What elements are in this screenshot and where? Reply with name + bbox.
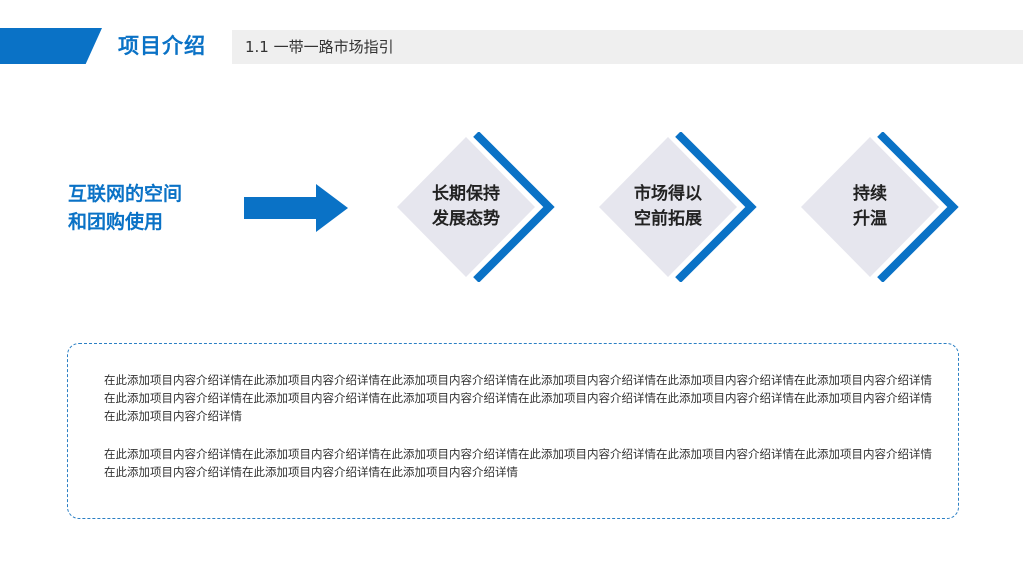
topic-label-line2: 和团购使用 [68, 211, 164, 233]
description-box: 在此添加项目内容介绍详情在此添加项目内容介绍详情在此添加项目内容介绍详情在此添加… [67, 343, 959, 519]
step-diamond-2: 市场得以 空前拓展 [594, 132, 758, 282]
header-accent-shape [0, 28, 102, 64]
topic-label: 互联网的空间 和团购使用 [68, 180, 238, 236]
step-diamond-3: 持续 升温 [796, 132, 960, 282]
header: 项目介绍 1.1 一带一路市场指引 [0, 28, 1023, 64]
description-paragraph-2: 在此添加项目内容介绍详情在此添加项目内容介绍详情在此添加项目内容介绍详情在此添加… [104, 447, 932, 479]
topic-label-line1: 互联网的空间 [68, 183, 183, 205]
subtitle-bar [232, 30, 1023, 64]
step-diamond-1: 长期保持 发展态势 [392, 132, 556, 282]
step-label-3: 持续 升温 [853, 184, 887, 229]
page-title: 项目介绍 [118, 34, 206, 58]
arrow-right-icon [244, 184, 348, 236]
description-paragraph-1: 在此添加项目内容介绍详情在此添加项目内容介绍详情在此添加项目内容介绍详情在此添加… [104, 373, 932, 423]
step-label-2: 市场得以 空前拓展 [634, 184, 702, 229]
page-subtitle: 1.1 一带一路市场指引 [245, 38, 394, 56]
step-label-1: 长期保持 发展态势 [432, 184, 500, 229]
